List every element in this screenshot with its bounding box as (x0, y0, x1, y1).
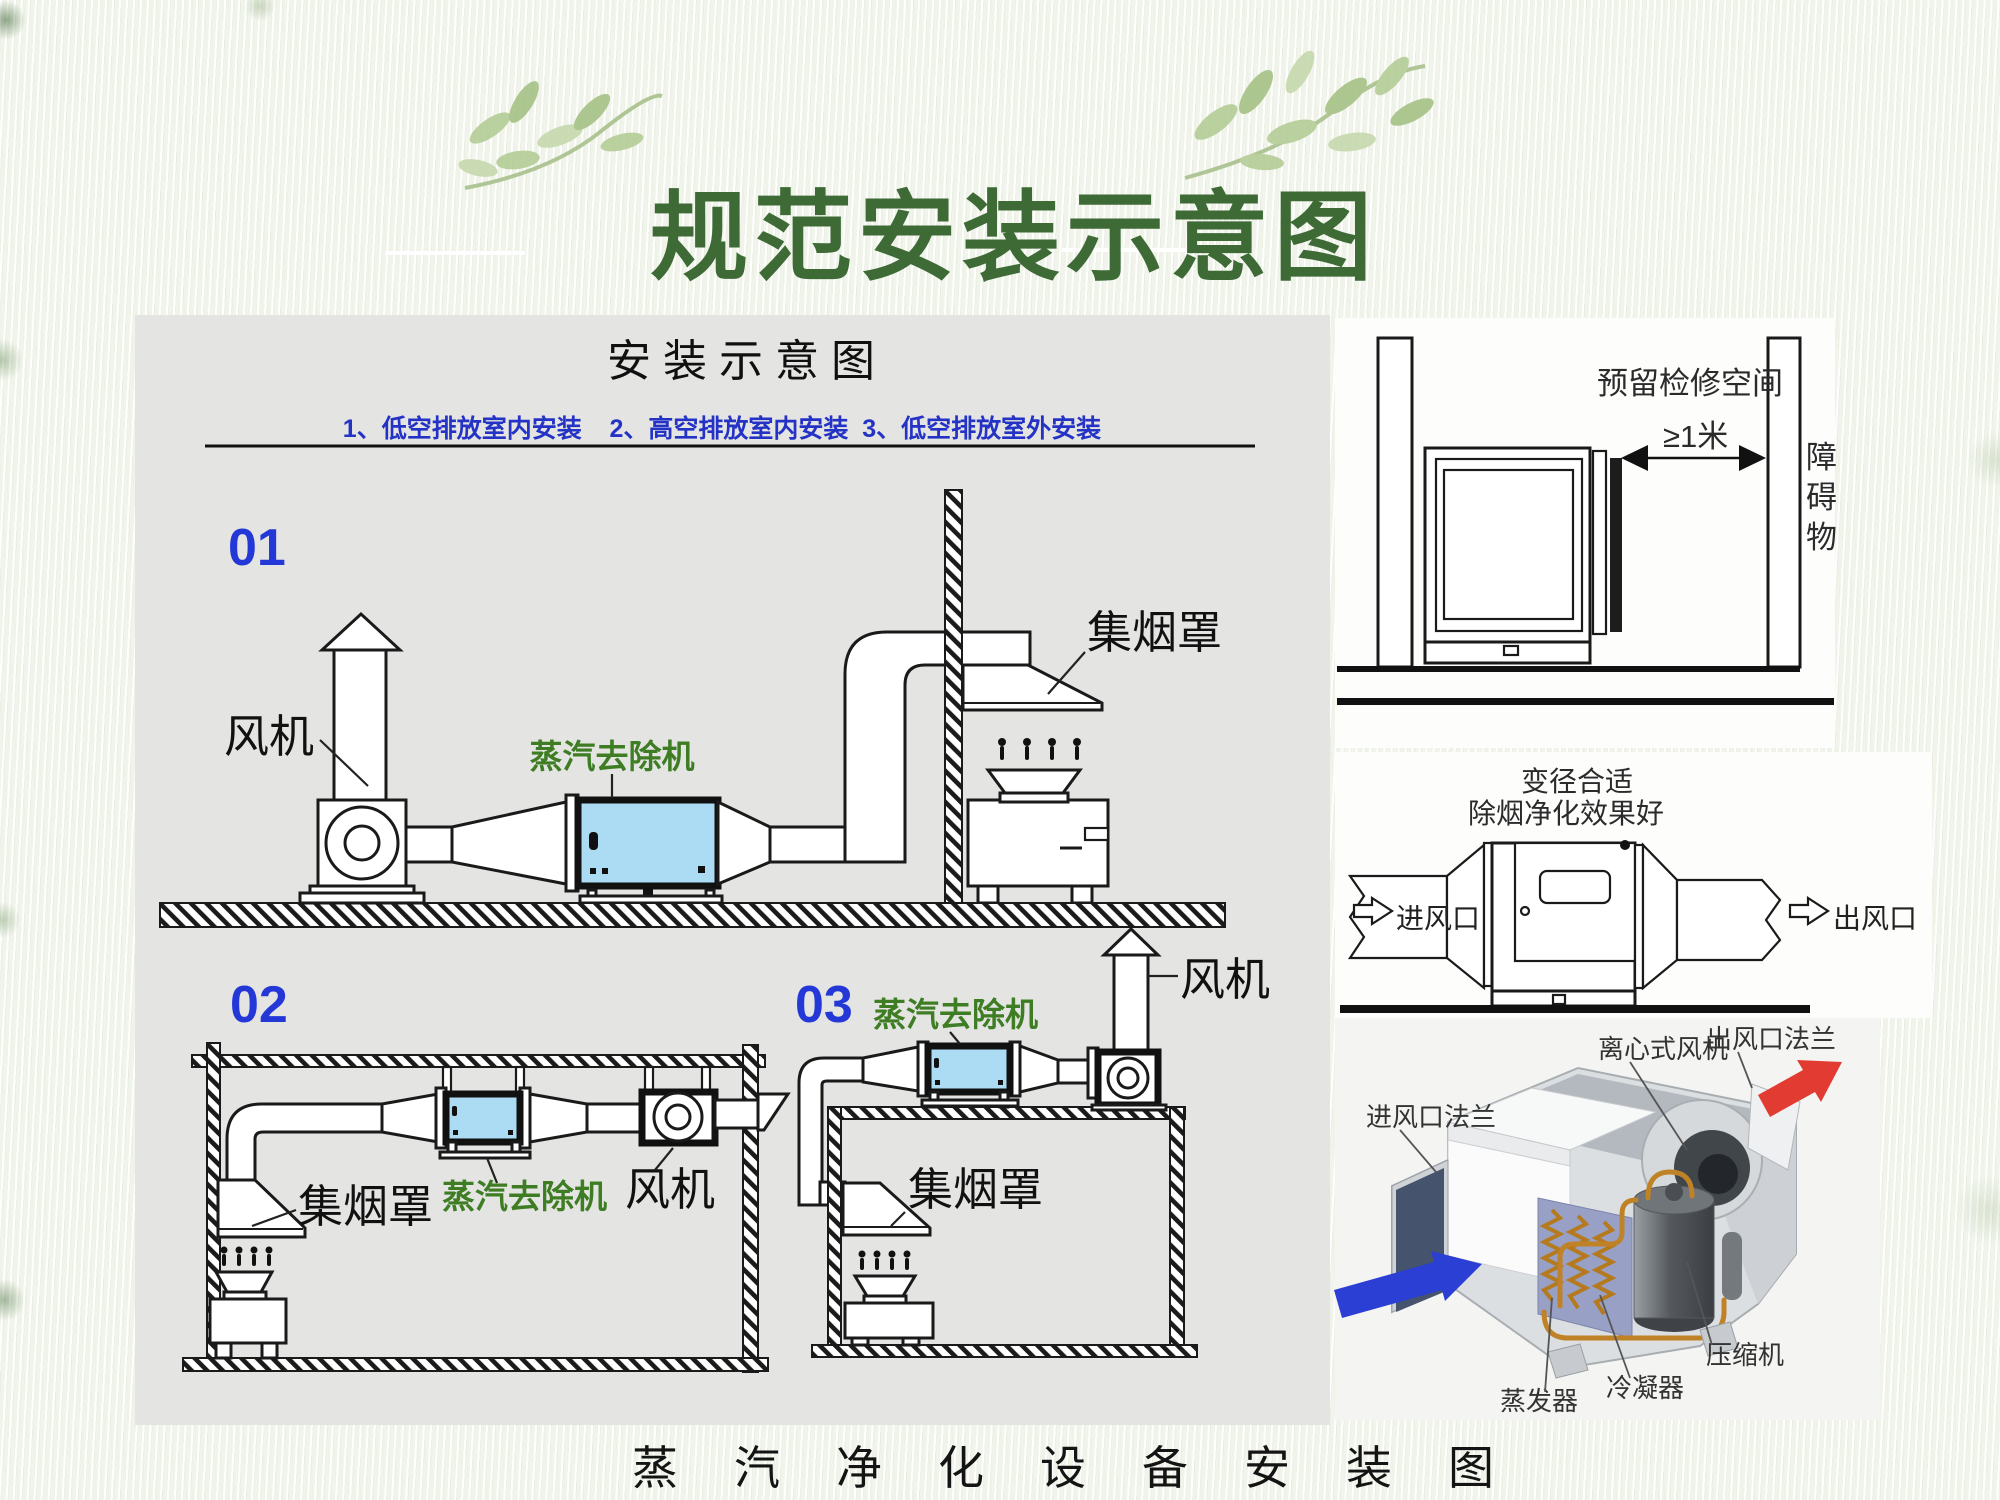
evaporator-label: 蒸发器 (1500, 1386, 1578, 1416)
unit-3d-illustration: 离心式风机 出风口法兰 进风口法兰 压缩机 冷凝器 蒸发器 (1334, 1024, 1842, 1416)
obstacle-label: 障 碍 物 (1806, 440, 1837, 555)
condenser-label: 冷凝器 (1606, 1373, 1684, 1403)
inlet-flow-arrow-icon (1352, 895, 1395, 927)
fan-03 (1090, 926, 1168, 1112)
inlet-flange-label: 进风口法兰 (1366, 1102, 1496, 1132)
arrow-right-head-icon (1739, 445, 1766, 471)
installation-types-subtitle: 1、低空排放室内安装 2、高空排放室内安装 3、低空排放室外安装 (343, 414, 1101, 443)
fan-01 (298, 611, 426, 905)
steam-machine-03 (924, 1042, 1014, 1096)
reducer-note-line2: 除烟净化效果好 (1468, 798, 1664, 829)
title-rule-left (385, 251, 525, 255)
stove-02 (208, 1246, 288, 1360)
left-post (1376, 336, 1414, 669)
right-wall-02 (742, 1044, 759, 1373)
diagram-02-number: 02 (230, 976, 288, 1034)
hood-label-03: 集烟罩 (908, 1164, 1043, 1215)
compressor-label: 压缩机 (1706, 1340, 1784, 1370)
distance-label: ≥1米 (1663, 419, 1728, 454)
inlet-airflow-arrow-icon (1334, 1251, 1482, 1318)
maintenance-space-label: 预留检修空间 (1597, 366, 1783, 401)
svg-text:障: 障 (1806, 440, 1837, 475)
fan-label-03: 风机 (1180, 954, 1270, 1005)
outlet-flange-label: 出风口法兰 (1706, 1024, 1836, 1054)
title-rule-right (1062, 248, 1192, 252)
stove-03 (843, 1250, 935, 1347)
device-door (1610, 458, 1622, 632)
floor-02 (182, 1357, 769, 1372)
inlet-label: 进风口 (1396, 903, 1480, 934)
fan-label-01: 风机 (224, 711, 314, 762)
steam-machine-01 (574, 796, 722, 890)
outlet-airflow-arrow-icon (1758, 1060, 1842, 1117)
hood-label-02: 集烟罩 (298, 1181, 433, 1232)
diagram-03: 03 (795, 926, 1270, 1358)
floor-03 (811, 1344, 1198, 1358)
maintenance-diagram: 预留检修空间 ≥1米 障 碍 物 (1337, 336, 1837, 705)
outlet-flow-arrow-icon (1788, 895, 1831, 927)
fan-label-02: 风机 (625, 1164, 715, 1215)
machine-label-03: 蒸汽去除机 (873, 996, 1038, 1033)
leaf-decoration-right-icon (1184, 50, 1434, 180)
diagram-01-number: 01 (228, 519, 286, 577)
centrifugal-fan-label: 离心式风机 (1598, 1034, 1728, 1064)
reducer-diagram: 变径合适 除烟净化效果好 进风口 出风口 (1340, 766, 1917, 1013)
right-wall-03 (1169, 1106, 1185, 1348)
svg-text:碍: 碍 (1806, 480, 1837, 515)
diagram-02: 02 (182, 976, 791, 1373)
left-wall-03 (827, 1106, 842, 1348)
footer-title: 蒸汽净化设备安装图 (632, 1443, 1550, 1494)
ceiling-02 (191, 1054, 766, 1068)
page-title: 规范安装示意图 (649, 185, 1378, 293)
outlet-label: 出风口 (1833, 903, 1917, 934)
flame-icons (998, 738, 1081, 760)
svg-text:物: 物 (1806, 520, 1837, 555)
diagram-03-number: 03 (795, 976, 853, 1034)
wall-01 (944, 489, 963, 904)
machine-label-01: 蒸汽去除机 (530, 738, 695, 775)
ground-01 (159, 902, 1226, 928)
leaf-decoration-left-icon (458, 81, 663, 190)
installation-diagram-title: 安装示意图 (607, 337, 887, 386)
reducer-note-line1: 变径合适 (1521, 766, 1633, 797)
machine-label-02: 蒸汽去除机 (442, 1178, 607, 1215)
diagram-01: 01 (159, 489, 1226, 928)
steam-machine-02 (442, 1090, 524, 1146)
arrow-left-head-icon (1621, 445, 1648, 471)
stove-01 (966, 738, 1110, 905)
hood-label-01: 集烟罩 (1087, 607, 1222, 658)
